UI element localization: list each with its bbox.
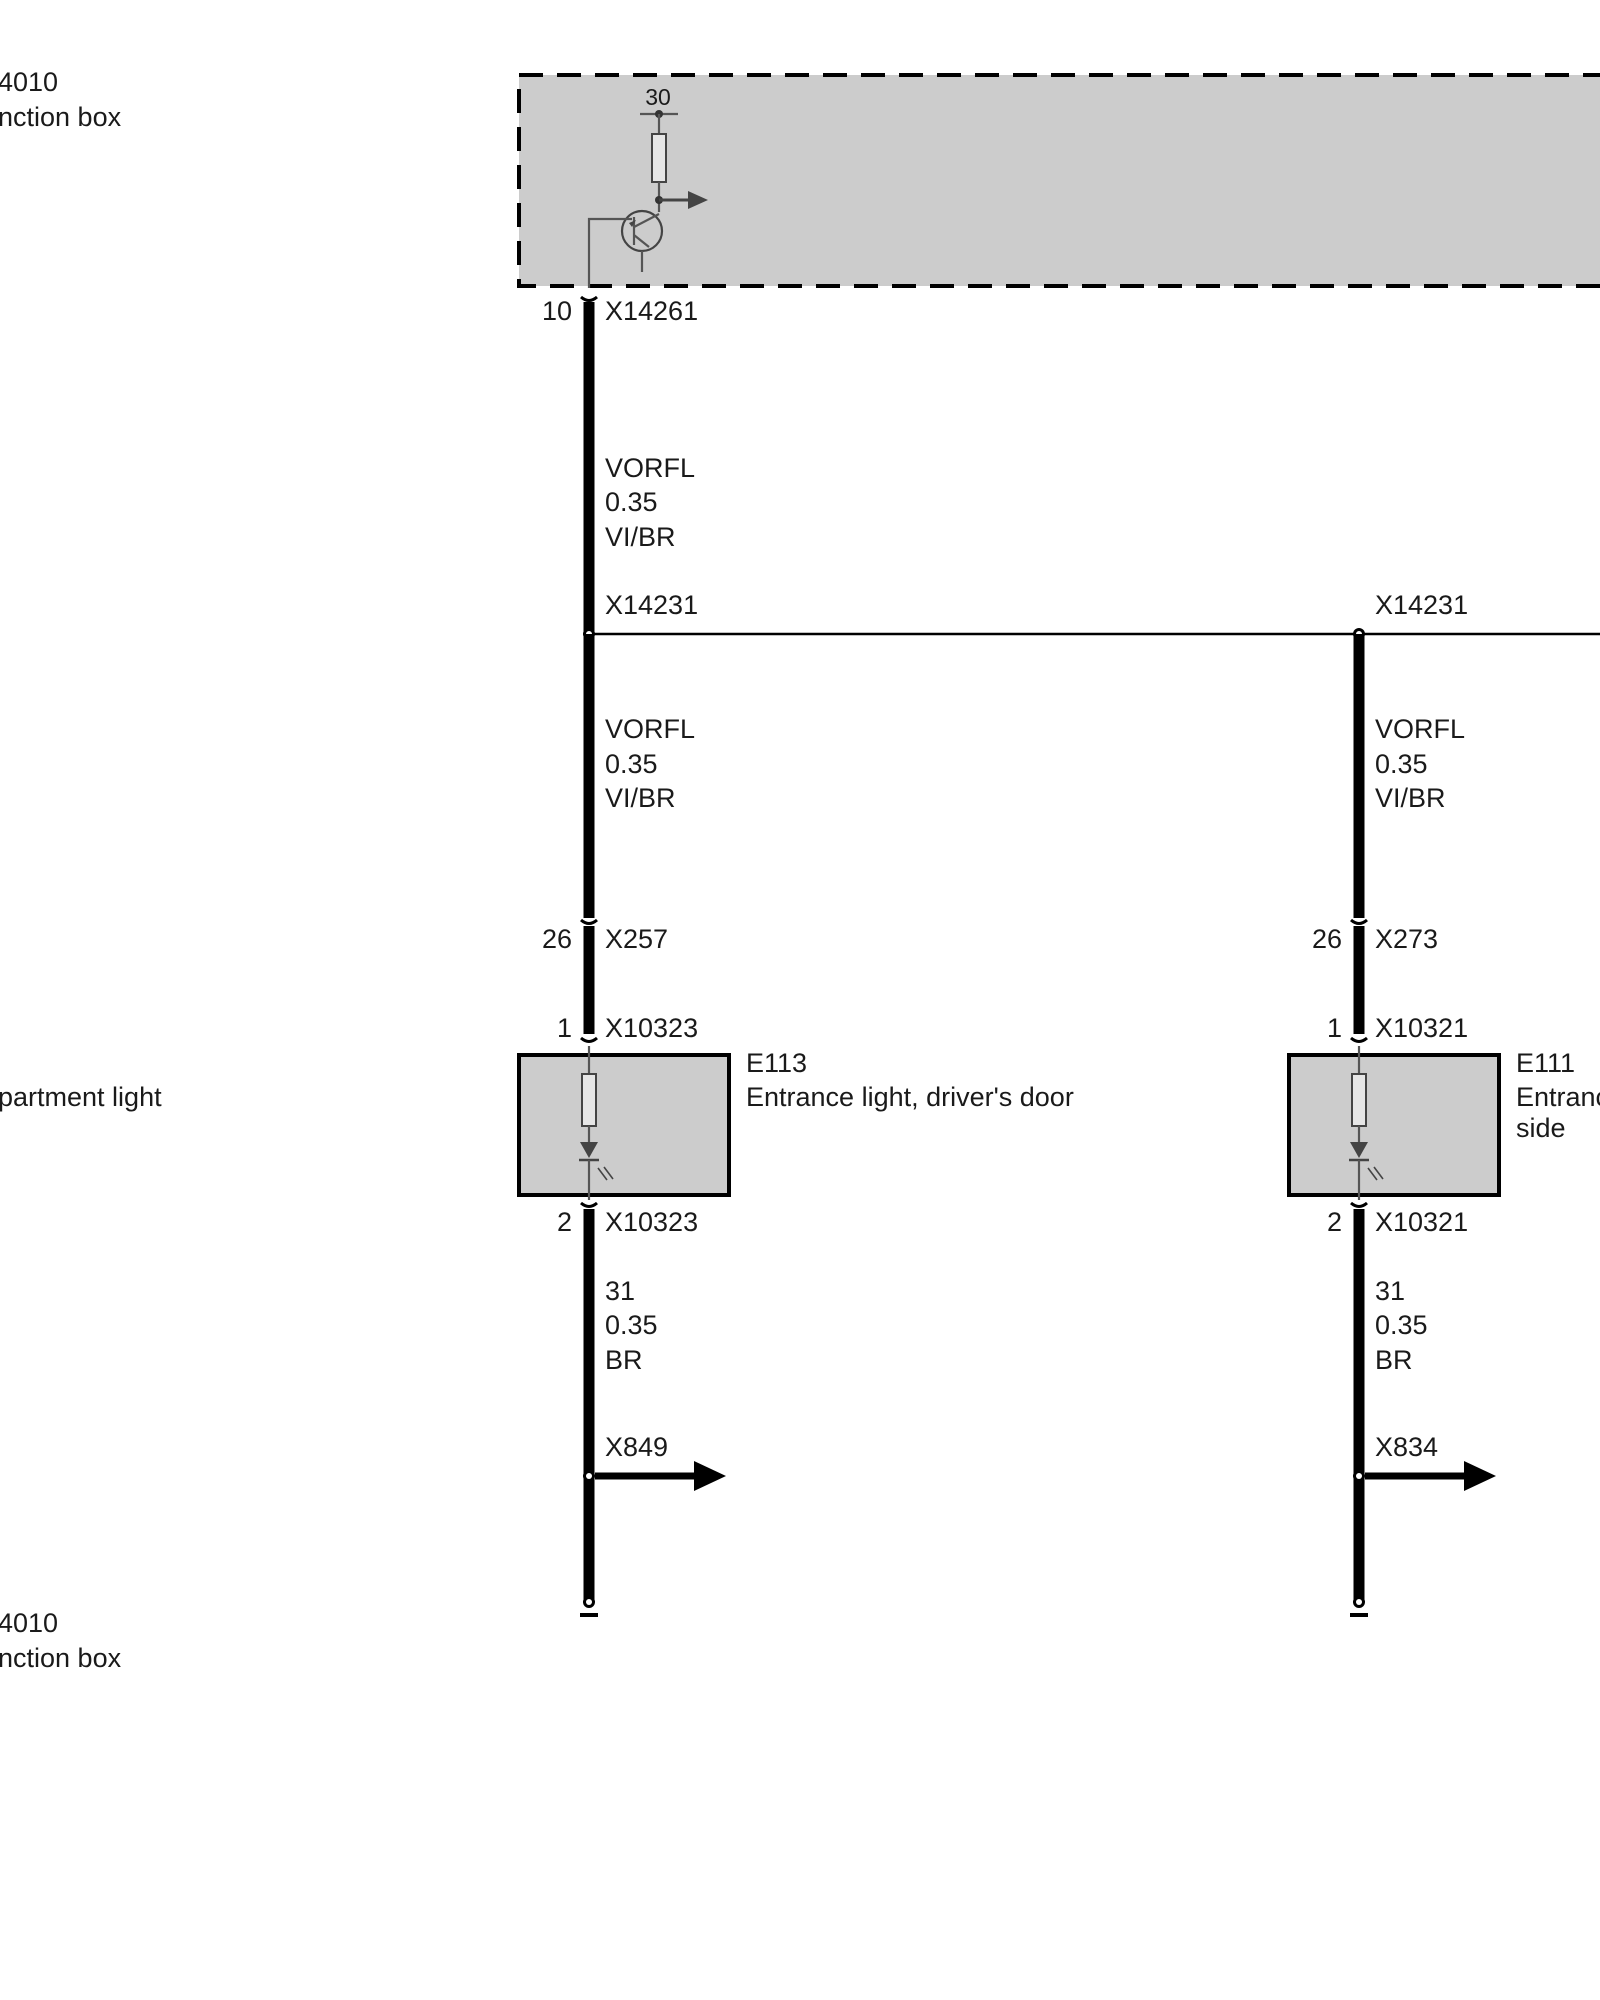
junction-box-circuit: 30 bbox=[587, 84, 708, 288]
branch-left-ground-gauge: 0.35 bbox=[605, 1310, 658, 1340]
component-e113-box bbox=[517, 1053, 731, 1197]
ground-x834-id: X834 bbox=[1375, 1432, 1438, 1462]
connector-x257-id: X257 bbox=[605, 924, 668, 954]
component-e111-box bbox=[1287, 1053, 1501, 1197]
connector-x14261-cup bbox=[580, 295, 598, 302]
connector-x10323-out-id: X10323 bbox=[605, 1207, 698, 1237]
left-bottom-id: 4010 bbox=[0, 1608, 58, 1638]
wire-upper-gauge: 0.35 bbox=[605, 487, 658, 517]
e113-light-rays-icon bbox=[597, 1166, 614, 1181]
connector-x10321-out-pin: 2 bbox=[1327, 1207, 1342, 1237]
connector-x10323-in-id: X10323 bbox=[605, 1013, 698, 1043]
output-arrow-icon bbox=[688, 191, 708, 209]
connector-x273-id: X273 bbox=[1375, 924, 1438, 954]
left-top-id: 4010 bbox=[0, 67, 58, 97]
component-e113-name: Entrance light, driver's door bbox=[746, 1082, 1074, 1112]
component-e111-name-line2: side bbox=[1516, 1113, 1566, 1143]
ground-x849-arrow-icon bbox=[694, 1461, 726, 1491]
ground-x849-id: X849 bbox=[605, 1432, 668, 1462]
branch-right-ground-gauge: 0.35 bbox=[1375, 1310, 1428, 1340]
connector-x257-pin: 26 bbox=[542, 924, 572, 954]
branch-left-ground-color: BR bbox=[605, 1345, 643, 1375]
splice-left-id: X14231 bbox=[605, 590, 698, 620]
left-bottom-name: nction box bbox=[0, 1643, 122, 1673]
branch-right-ground-signal: 31 bbox=[1375, 1276, 1405, 1306]
branch-left-wire-color: VI/BR bbox=[605, 783, 676, 813]
branch-right-wire-gauge: 0.35 bbox=[1375, 749, 1428, 779]
terminal-30-label: 30 bbox=[645, 84, 671, 110]
branch-left-wire-gauge: 0.35 bbox=[605, 749, 658, 779]
connector-x10321-out-cup bbox=[1350, 1201, 1368, 1208]
wire-upper-color: VI/BR bbox=[605, 522, 676, 552]
connector-x10321-in-id: X10321 bbox=[1375, 1013, 1468, 1043]
e111-led-icon bbox=[1350, 1142, 1368, 1158]
connector-x10321-in-cup bbox=[1350, 1036, 1368, 1043]
connector-x10323-out-cup bbox=[580, 1201, 598, 1208]
e113-led-icon bbox=[580, 1142, 598, 1158]
ground-x834-arrow-icon bbox=[1464, 1461, 1496, 1491]
connector-x10323-in-pin: 1 bbox=[557, 1013, 572, 1043]
connector-x273-pin: 26 bbox=[1312, 924, 1342, 954]
e111-light-rays-icon bbox=[1367, 1166, 1384, 1181]
branch-left-ground-signal: 31 bbox=[605, 1276, 635, 1306]
resistor-icon bbox=[651, 133, 667, 183]
branch-right-wire-color: VI/BR bbox=[1375, 783, 1446, 813]
branch-right-wire-signal: VORFL bbox=[1375, 714, 1465, 744]
e113-resistor-icon bbox=[581, 1073, 597, 1127]
connector-x10323-out-pin: 2 bbox=[557, 1207, 572, 1237]
junction-box bbox=[517, 73, 1600, 288]
connector-x14261-pin: 10 bbox=[542, 296, 572, 326]
connector-x14261-id: X14261 bbox=[605, 296, 698, 326]
connector-x273-cup bbox=[1350, 918, 1368, 925]
connector-x257-cup bbox=[580, 918, 598, 925]
transistor-collector bbox=[633, 213, 660, 228]
e111-resistor-icon bbox=[1351, 1073, 1367, 1127]
left-mid-name: partment light bbox=[0, 1082, 162, 1112]
component-e111-name-line1: Entranc bbox=[1516, 1082, 1600, 1112]
transistor-out-line bbox=[587, 217, 632, 288]
splice-right-id: X14231 bbox=[1375, 590, 1468, 620]
transistor-arrow-icon bbox=[629, 220, 636, 227]
component-e113-code: E113 bbox=[746, 1048, 807, 1078]
connector-x10323-in-cup bbox=[580, 1036, 598, 1043]
transistor-emitter bbox=[633, 234, 650, 248]
connector-x10321-out-id: X10321 bbox=[1375, 1207, 1468, 1237]
branch-right: VORFL 0.35 VI/BR 26 X273 1 X10321 E111 E… bbox=[1287, 634, 1600, 1617]
component-e111-code: E111 bbox=[1516, 1048, 1575, 1078]
branch-left-wire-signal: VORFL bbox=[605, 714, 695, 744]
wire-upper-signal: VORFL bbox=[605, 453, 695, 483]
left-top-name: nction box bbox=[0, 102, 122, 132]
branch-right-ground-color: BR bbox=[1375, 1345, 1413, 1375]
connector-x10321-in-pin: 1 bbox=[1327, 1013, 1342, 1043]
branch-left: VORFL 0.35 VI/BR 26 X257 1 X10323 E113 E… bbox=[517, 634, 1074, 1617]
